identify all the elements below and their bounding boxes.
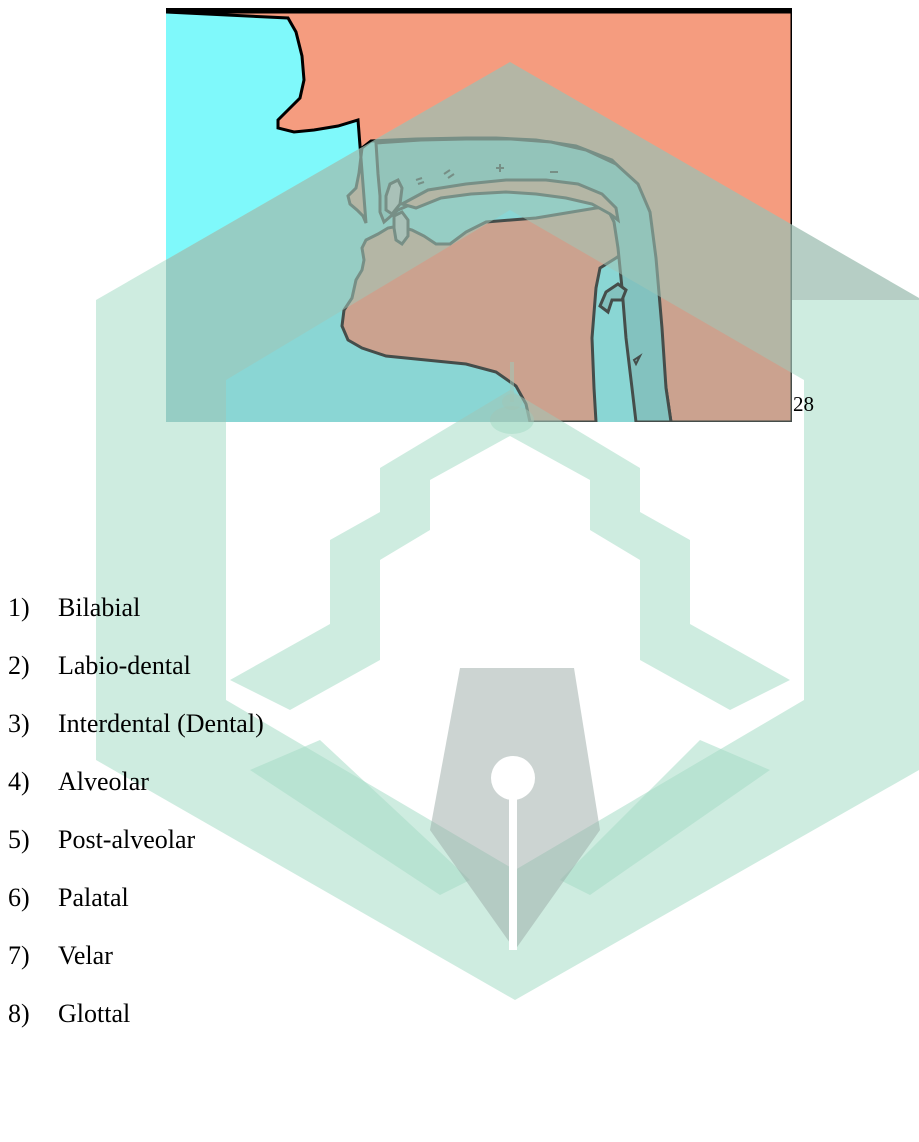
list-item-number: 4) (8, 762, 30, 802)
list-item-number: 3) (8, 704, 30, 744)
list-item-label: Post-alveolar (58, 820, 195, 860)
list-item-number: 6) (8, 878, 30, 918)
watermark-lower-chevron-right (560, 740, 770, 895)
list-item-label: Palatal (58, 878, 129, 918)
list-item-label: Glottal (58, 994, 130, 1034)
list-item-number: 8) (8, 994, 30, 1034)
lower-teeth (394, 212, 408, 244)
watermark-nib-hole (491, 756, 535, 800)
list-item-number: 1) (8, 588, 30, 628)
list-item-number: 2) (8, 646, 30, 686)
list-item-label: Alveolar (58, 762, 149, 802)
watermark-nib-slit (509, 790, 517, 950)
watermark-inner-steps (230, 390, 790, 710)
list-item-label: Velar (58, 936, 113, 976)
watermark-pen-nib (430, 668, 600, 950)
page-number: 28 (793, 392, 814, 417)
vocal-tract-diagram (166, 8, 792, 422)
watermark-lower-chevron-left (250, 740, 470, 895)
list-item-label: Interdental (Dental) (58, 704, 264, 744)
list-item-label: Bilabial (58, 588, 140, 628)
list-item-label: Labio-dental (58, 646, 191, 686)
list-item-number: 7) (8, 936, 30, 976)
list-item-number: 5) (8, 820, 30, 860)
